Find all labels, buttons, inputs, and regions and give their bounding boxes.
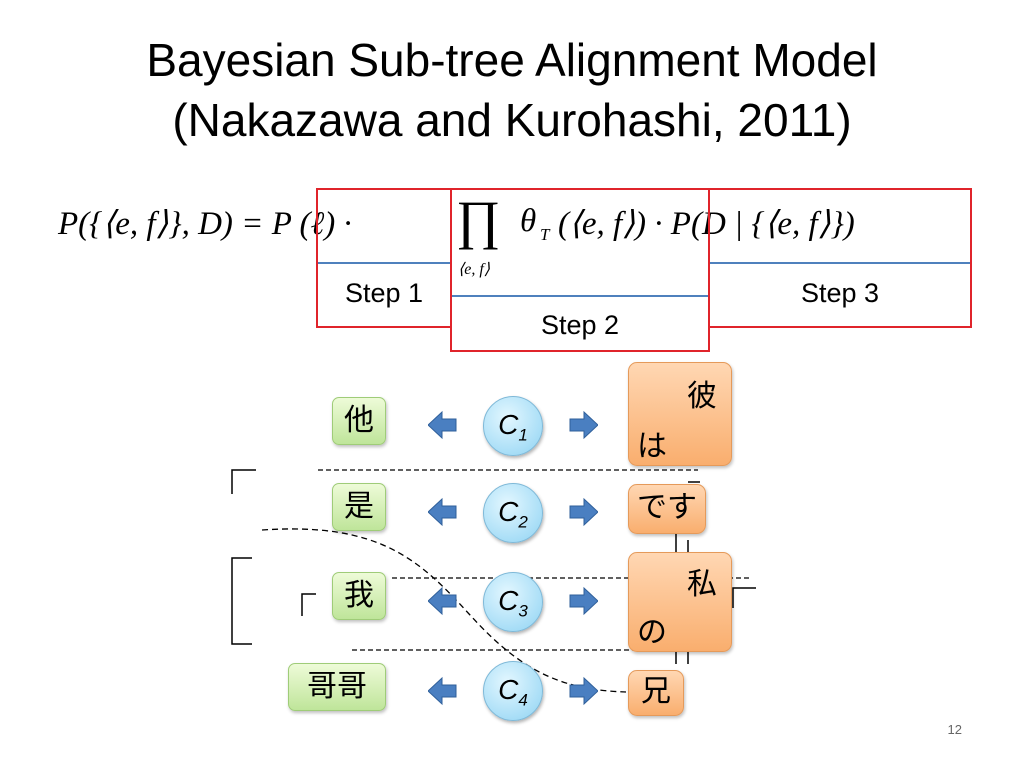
formula-theta: θ [520, 203, 537, 239]
formula-product: ∏ [456, 190, 501, 250]
chinese-node-1: 他 [332, 397, 386, 445]
slide-title: Bayesian Sub-tree Alignment Model (Nakaz… [0, 30, 1024, 150]
step2-label: Step 2 [540, 310, 620, 340]
step2-divider [452, 295, 708, 297]
arrow-right-icon [569, 676, 598, 706]
japanese-node-desu: です [628, 484, 706, 534]
chinese-node-2: 是 [332, 483, 386, 531]
japanese-char-watashi: 私 [687, 567, 717, 602]
japanese-node-ani: 兄 [628, 670, 684, 716]
step1-divider [318, 262, 450, 264]
concept-node-3: C3 [483, 572, 543, 632]
formula-lhs: P({⟨e, f⟩}, D) = P (ℓ) · [58, 206, 352, 242]
concept-node-2: C2 [483, 483, 543, 543]
bracket-top-left [231, 469, 256, 494]
arrow-right-icon [569, 497, 598, 527]
title-line-2: (Nakazawa and Kurohashi, 2011) [172, 94, 852, 146]
step3-label: Step 3 [800, 278, 880, 308]
formula-theta-arg: (⟨e, f⟩) · P(D | {⟨e, f⟩}) [558, 206, 855, 242]
dashed-curve [261, 528, 627, 693]
step3-box [708, 188, 972, 328]
probability-formula: P({⟨e, f⟩}, D) = P (ℓ) · ∏ ⟨e, f⟩ θ T (⟨… [58, 190, 978, 278]
japanese-char-kare: 彼 [687, 379, 717, 414]
formula-theta-sub: T [540, 225, 550, 244]
bracket-middle-left [231, 557, 252, 645]
arrow-left-icon [428, 676, 457, 706]
bracket-right [732, 587, 756, 608]
arrow-right-icon [569, 410, 598, 440]
formula-product-sub: ⟨e, f⟩ [458, 261, 491, 278]
arrow-left-icon [428, 410, 457, 440]
step3-divider [710, 262, 970, 264]
concept-node-4: C4 [483, 661, 543, 721]
japanese-char-no: の [637, 615, 667, 650]
concept-node-1: C1 [483, 396, 543, 456]
page-number: 12 [947, 722, 962, 737]
bracket-wo [301, 593, 316, 616]
japanese-node-kare-wa: 彼 は [628, 362, 732, 466]
chinese-node-3: 我 [332, 572, 386, 620]
arrow-left-icon [428, 497, 457, 527]
title-line-1: Bayesian Sub-tree Alignment Model [146, 34, 878, 86]
japanese-node-watashi-no: 私 の [628, 552, 732, 652]
arrow-right-icon [569, 586, 598, 616]
chinese-node-4: 哥哥 [288, 663, 386, 711]
japanese-char-wa: は [637, 429, 667, 464]
step1-label: Step 1 [344, 278, 424, 308]
arrow-left-icon [428, 586, 457, 616]
